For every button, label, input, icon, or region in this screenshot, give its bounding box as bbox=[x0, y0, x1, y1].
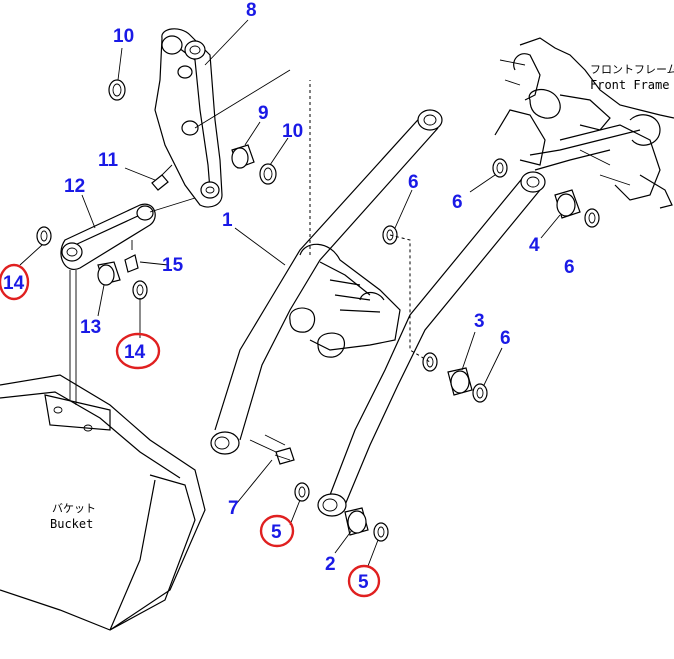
grease-fitting-15 bbox=[124, 240, 139, 273]
callout-3: 3 bbox=[474, 311, 485, 332]
callout-6-right: 6 bbox=[564, 257, 575, 278]
callout-14-right: 14 bbox=[124, 342, 146, 363]
highlight-ring-14-left bbox=[0, 263, 30, 301]
bucket-link bbox=[60, 197, 196, 271]
highlight-ring-5-lower bbox=[347, 564, 381, 598]
seal-6-lower-left bbox=[422, 352, 438, 372]
seal-10-lower bbox=[259, 163, 277, 185]
callout-15: 15 bbox=[162, 255, 184, 276]
highlight-ring-5-upper bbox=[259, 514, 295, 548]
bell-crank bbox=[154, 28, 223, 208]
seal-5-lower bbox=[373, 522, 389, 542]
highlight-ring-14-right bbox=[115, 332, 161, 370]
front-frame: フロントフレーム Front Frame bbox=[494, 37, 674, 209]
callout-6-left: 6 bbox=[452, 192, 463, 213]
lift-arm bbox=[210, 109, 546, 517]
callout-13: 13 bbox=[80, 317, 101, 338]
bushing-4 bbox=[554, 189, 581, 219]
bucket: バケット Bucket bbox=[0, 270, 206, 631]
callout-8: 8 bbox=[246, 0, 257, 21]
bushing-9 bbox=[231, 144, 255, 169]
seal-5-upper bbox=[294, 482, 310, 502]
callout-14-left: 14 bbox=[3, 273, 25, 294]
callout-10-lower: 10 bbox=[282, 121, 303, 142]
bushing-13 bbox=[97, 261, 121, 286]
seal-14-left bbox=[36, 226, 52, 246]
leader-lines bbox=[19, 19, 561, 567]
grease-fitting-11 bbox=[151, 164, 173, 191]
callout-10-upper: 10 bbox=[113, 26, 134, 47]
seal-14-right bbox=[132, 280, 148, 300]
callout-7: 7 bbox=[228, 498, 239, 519]
seal-6-lower-right bbox=[472, 383, 488, 403]
callout-2: 2 bbox=[325, 554, 336, 575]
callout-5-upper: 5 bbox=[271, 522, 282, 543]
bucket-label-en: Bucket bbox=[50, 517, 93, 531]
callout-6-lower: 6 bbox=[500, 328, 511, 349]
seal-6-top bbox=[492, 158, 508, 178]
callout-5-lower: 5 bbox=[358, 572, 369, 593]
callout-6-top: 6 bbox=[408, 172, 419, 193]
bushing-2 bbox=[344, 507, 369, 536]
callout-12: 12 bbox=[64, 176, 85, 197]
seal-6-right bbox=[584, 208, 600, 228]
callout-4: 4 bbox=[529, 235, 540, 256]
front-frame-label-en: Front Frame bbox=[590, 78, 669, 92]
seal-10-upper bbox=[108, 79, 126, 101]
bucket-label-jp: バケット bbox=[52, 502, 96, 515]
callout-1: 1 bbox=[222, 210, 233, 231]
bushing-3 bbox=[447, 367, 473, 396]
front-frame-label-jp: フロントフレーム bbox=[590, 63, 674, 76]
callout-11: 11 bbox=[98, 150, 119, 171]
callouts: 8 10 9 10 11 12 1 15 13 6 6 4 6 3 6 7 2 … bbox=[0, 0, 575, 598]
callout-9: 9 bbox=[258, 103, 269, 124]
grease-fitting-7 bbox=[249, 439, 295, 465]
